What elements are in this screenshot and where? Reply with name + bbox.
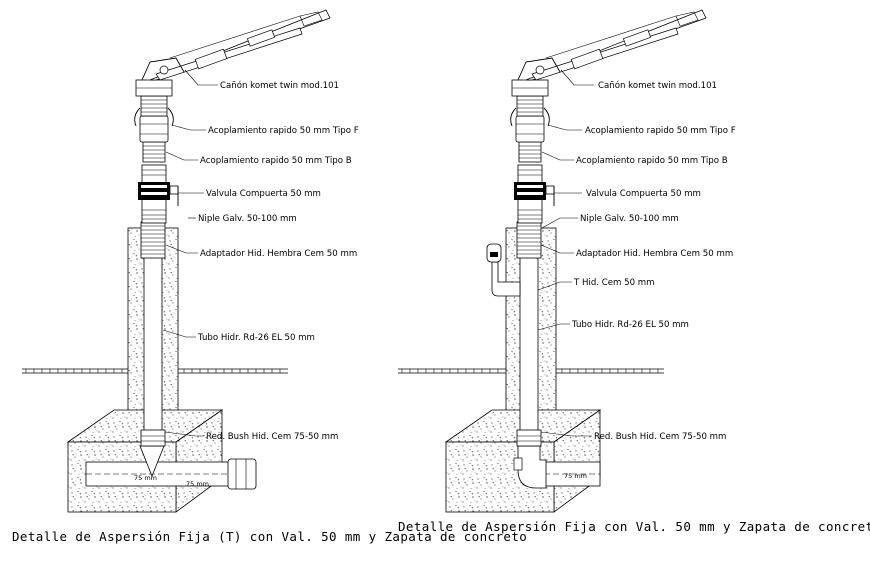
label-acop-f-left: Acoplamiento rapido 50 mm Tipo F	[208, 126, 359, 136]
label-valvula-left: Valvula Compuerta 50 mm	[206, 189, 321, 199]
label-niple-right: Niple Galv. 50-100 mm	[580, 214, 679, 224]
horizontal-pipe-left	[85, 445, 257, 490]
label-canon-left: Cañón komet twin mod.101	[220, 80, 339, 91]
label-t-hid-right: T Hid. Cem 50 mm	[573, 278, 655, 288]
label-valvula-right: Valvula Compuerta 50 mm	[586, 189, 701, 199]
label-adaptador-right: Adaptador Hid. Hembra Cem 50 mm	[576, 249, 733, 259]
dim-75mm-b-left: 75 mm	[186, 480, 209, 488]
detail-left: Cañón komet twin mod.101 Acoplamiento ra…	[22, 9, 359, 513]
label-bush-left: Red. Bush Hid. Cem 75-50 mm	[206, 432, 338, 442]
label-adaptador-left: Adaptador Hid. Hembra Cem 50 mm	[200, 249, 357, 259]
leader-lines-left	[162, 69, 218, 437]
label-acop-b-left: Acoplamiento rapido 50 mm Tipo B	[200, 156, 352, 166]
label-bush-right: Red. Bush Hid. Cem 75-50 mm	[594, 432, 726, 442]
sprinkler-cannon-left	[135, 9, 331, 97]
title-right: Detalle de Aspersión Fija con Val. 50 mm…	[398, 519, 870, 534]
label-tubo-right: Tubo Hidr. Rd-26 EL 50 mm	[571, 320, 689, 330]
title-left: Detalle de Aspersión Fija (T) con Val. 5…	[12, 529, 527, 544]
dim-75mm-right: 75 mm	[564, 472, 587, 480]
label-niple-left: Niple Galv. 50-100 mm	[198, 214, 297, 224]
riser-pipe-right	[516, 254, 542, 447]
horizontal-pipe-right	[513, 445, 601, 489]
gate-valve-right	[514, 164, 555, 224]
leader-lines-right	[537, 69, 594, 437]
gate-valve-left	[138, 164, 179, 224]
ground-line-left	[22, 368, 288, 374]
riser-pipe-left	[140, 254, 166, 447]
dim-75mm-a-left: 75 mm	[134, 474, 157, 482]
label-acop-b-right: Acoplamiento rapido 50 mm Tipo B	[576, 156, 728, 166]
concrete-footing-right	[444, 409, 602, 513]
t-branch-right	[486, 243, 521, 297]
ground-line-right	[398, 368, 664, 374]
label-tubo-left: Tubo Hidr. Rd-26 EL 50 mm	[197, 333, 315, 343]
adapter-nipple-right	[516, 221, 542, 259]
sprinkler-cannon-right	[511, 9, 707, 97]
detail-right: Cañón komet twin mod.101 Acoplamiento ra…	[398, 9, 736, 513]
adapter-nipple-left	[140, 221, 166, 259]
quick-couplings-right	[510, 95, 550, 163]
quick-couplings-left	[134, 95, 174, 163]
label-canon-right: Cañón komet twin mod.101	[598, 80, 717, 91]
label-acop-f-right: Acoplamiento rapido 50 mm Tipo F	[585, 126, 736, 136]
